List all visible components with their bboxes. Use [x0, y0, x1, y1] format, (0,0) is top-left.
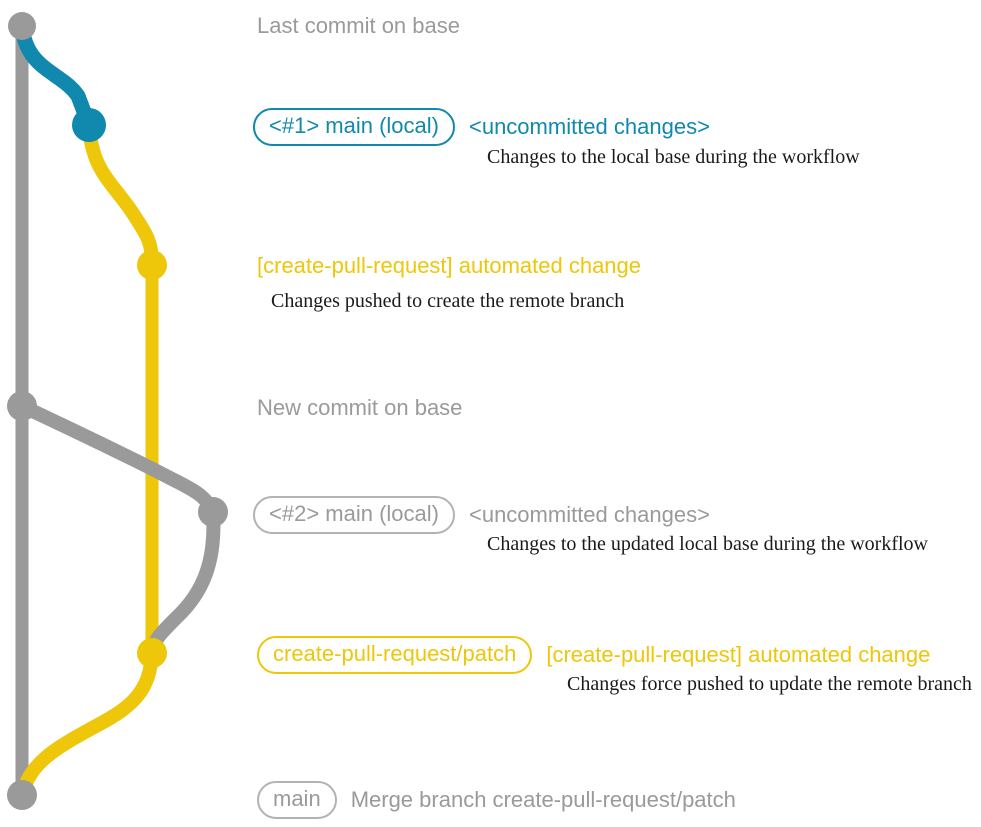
commit-node-base-new[interactable]	[7, 391, 37, 421]
commit-subject-local-2: <uncommitted changes>	[468, 502, 710, 527]
edge-basenew-to-local2	[15, 399, 220, 519]
commit-node-base-last[interactable]	[8, 12, 36, 40]
edge-local2-to-patch2	[145, 505, 221, 660]
commit-subject-base-merge: Merge branch create-pull-request/patch	[350, 787, 736, 812]
commit-subject-patch-1: [create-pull-request] automated change	[257, 253, 642, 278]
commit-node-local-2[interactable]	[198, 497, 228, 527]
commit-note-patch-1: Changes pushed to create the remote bran…	[271, 290, 625, 312]
commit-node-patch-2[interactable]	[137, 638, 167, 668]
branch-pill-local-2[interactable]: <#2> main (local)	[253, 496, 455, 534]
commit-subject-base-last: Last commit on base	[257, 13, 460, 38]
commit-row-local-2: <#2> main (local) <uncommitted changes>	[253, 496, 710, 534]
commit-node-patch-1[interactable]	[137, 250, 167, 280]
commit-note-local-2: Changes to the updated local base during…	[487, 533, 928, 555]
commit-subject-base-new: New commit on base	[257, 395, 463, 420]
branch-pill-patch-2[interactable]: create-pull-request/patch	[257, 636, 533, 674]
commit-row-base-merge: main Merge branch create-pull-request/pa…	[257, 781, 736, 819]
commit-subject-local-1: <uncommitted changes>	[468, 114, 710, 139]
branch-pill-local-1[interactable]: <#1> main (local)	[253, 108, 455, 146]
commit-node-local-1[interactable]	[72, 108, 106, 142]
commit-note-local-1: Changes to the local base during the wor…	[487, 146, 860, 168]
commit-subject-patch-2: [create-pull-request] automated change	[546, 642, 931, 667]
commit-node-base-merge[interactable]	[7, 780, 37, 810]
edge-base-to-local1	[14, 18, 97, 133]
edge-patch2-to-merge	[15, 646, 159, 802]
branch-pill-main[interactable]: main	[257, 781, 337, 819]
commit-note-patch-2: Changes force pushed to update the remot…	[567, 673, 972, 695]
commit-row-local-1: <#1> main (local) <uncommitted changes>	[253, 108, 710, 146]
edge-local1-to-patch1	[82, 118, 159, 272]
commit-row-patch-2: create-pull-request/patch [create-pull-r…	[257, 636, 930, 674]
